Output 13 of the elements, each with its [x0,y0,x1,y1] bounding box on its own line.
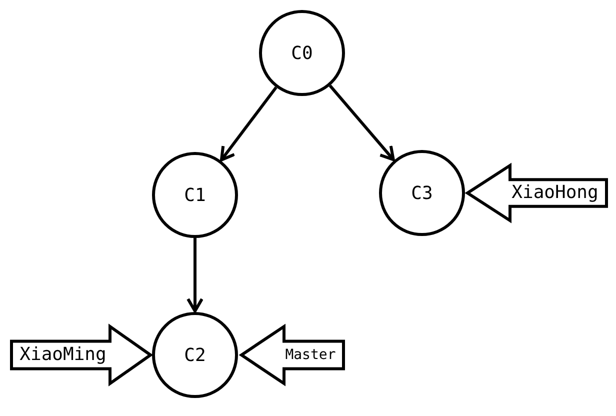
arrow [220,86,278,162]
block-arrow [10,325,152,385]
block-arrow [466,164,608,222]
commit-label: C1 [184,184,206,206]
arrow [186,238,204,312]
arrow [328,84,395,162]
branch-label: XiaoHong [510,181,600,206]
branch-label: XiaoMing [18,343,108,368]
commit-label: C0 [291,42,313,64]
branch-label: Master [284,346,337,365]
commit-label: C3 [411,182,433,204]
commit-label: C2 [184,344,206,366]
block-arrow [240,325,345,385]
